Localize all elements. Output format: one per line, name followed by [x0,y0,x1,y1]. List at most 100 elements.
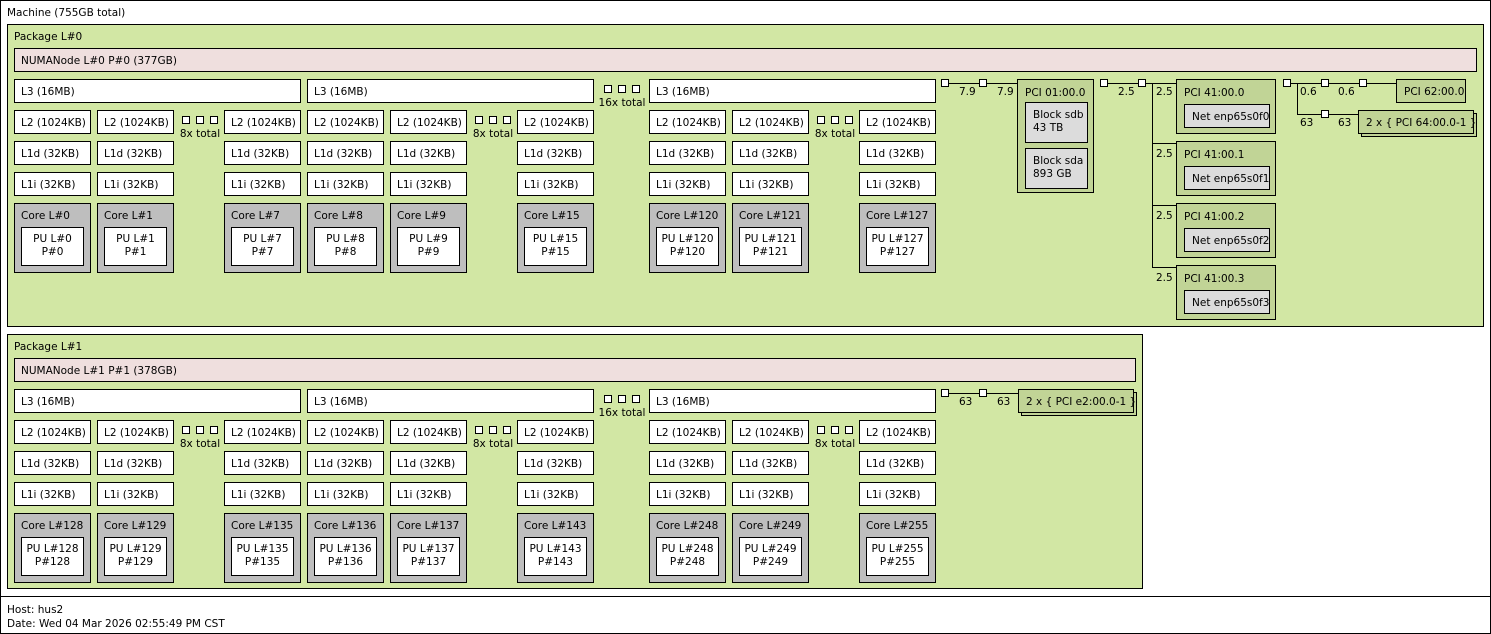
l1i-cache[interactable]: L1i (32KB) [390,482,467,506]
l2-cache[interactable]: L2 (1024KB) [224,110,301,134]
l2-cache[interactable]: L2 (1024KB) [307,420,384,444]
l2-cache[interactable]: L2 (1024KB) [517,420,594,444]
l1d-cache[interactable]: L1d (32KB) [517,451,594,475]
l1i-cache[interactable]: L1i (32KB) [732,482,809,506]
l2-cache[interactable]: L2 (1024KB) [97,110,174,134]
l1i-cache[interactable]: L1i (32KB) [307,172,384,196]
l1d-cache[interactable]: L1d (32KB) [224,451,301,475]
l2-cache[interactable]: L2 (1024KB) [307,110,384,134]
l1i-cache[interactable]: L1i (32KB) [14,172,91,196]
l1d-cache[interactable]: L1d (32KB) [97,141,174,165]
l3-cache[interactable]: L3 (16MB) [649,389,936,413]
l1i-cache[interactable]: L1i (32KB) [517,482,594,506]
l1i-cache[interactable]: L1i (32KB) [649,172,726,196]
l1i-cache[interactable]: L1i (32KB) [390,172,467,196]
l1d-cache[interactable]: L1d (32KB) [224,141,301,165]
l1d-cache[interactable]: L1d (32KB) [649,141,726,165]
l2-cache[interactable]: L2 (1024KB) [390,110,467,134]
l2-cache[interactable]: L2 (1024KB) [14,110,91,134]
l1i-cache[interactable]: L1i (32KB) [14,482,91,506]
l2-cache[interactable]: L2 (1024KB) [224,420,301,444]
pci-device-62[interactable]: PCI 62:00.0 [1396,79,1466,103]
l1i-cache[interactable]: L1i (32KB) [859,172,936,196]
l1d-cache[interactable]: L1d (32KB) [732,141,809,165]
block-device-sdb[interactable]: Block sdb 43 TB [1025,102,1088,143]
l1i-cache[interactable]: L1i (32KB) [859,482,936,506]
l1i-cache[interactable]: L1i (32KB) [517,172,594,196]
pci-device-e2[interactable]: 2 x { PCI e2:00.0-1 } [1018,389,1136,413]
l1d-cache[interactable]: L1d (32KB) [859,141,936,165]
pci-device-64[interactable]: 2 x { PCI 64:00.0-1 } [1358,110,1476,134]
l1d-cache[interactable]: L1d (32KB) [649,451,726,475]
l1d-cache[interactable]: L1d (32KB) [97,451,174,475]
l1i-cache[interactable]: L1i (32KB) [224,172,301,196]
numa-node[interactable]: NUMANode L#0 P#0 (377GB) [14,48,1477,72]
l2-cache[interactable]: L2 (1024KB) [859,420,936,444]
l1d-cache[interactable]: L1d (32KB) [517,141,594,165]
l1i-cache[interactable]: L1i (32KB) [649,482,726,506]
block-device-sda[interactable]: Block sda 893 GB [1025,148,1088,189]
l2-cache[interactable]: L2 (1024KB) [732,420,809,444]
l2-cache[interactable]: L2 (1024KB) [14,420,91,444]
l3-cache[interactable]: L3 (16MB) [14,389,301,413]
l3-cache[interactable]: L3 (16MB) [307,79,594,103]
pci-device-01[interactable]: PCI 01:00.0 Block sdb 43 TB Block sda 89… [1017,79,1094,193]
l1d-cache[interactable]: L1d (32KB) [14,141,91,165]
l2-cache[interactable]: L2 (1024KB) [517,110,594,134]
l1d-cache[interactable]: L1d (32KB) [307,451,384,475]
network-interface[interactable]: Net enp65s0f3 [1184,290,1270,314]
network-interface[interactable]: Net enp65s0f2 [1184,228,1270,252]
l2-cache[interactable]: L2 (1024KB) [649,420,726,444]
l1i-cache[interactable]: L1i (32KB) [97,172,174,196]
l3-cache[interactable]: L3 (16MB) [649,79,936,103]
l1d-cache[interactable]: L1d (32KB) [390,141,467,165]
l2-cache[interactable]: L2 (1024KB) [732,110,809,134]
l2-cache[interactable]: L2 (1024KB) [390,420,467,444]
network-interface[interactable]: Net enp65s0f0 [1184,104,1270,128]
network-interface[interactable]: Net enp65s0f1 [1184,166,1270,190]
numa-node[interactable]: NUMANode L#1 P#1 (378GB) [14,358,1136,382]
l2-cache[interactable]: L2 (1024KB) [649,110,726,134]
l1i-cache[interactable]: L1i (32KB) [307,482,384,506]
l3-cache[interactable]: L3 (16MB) [14,79,301,103]
